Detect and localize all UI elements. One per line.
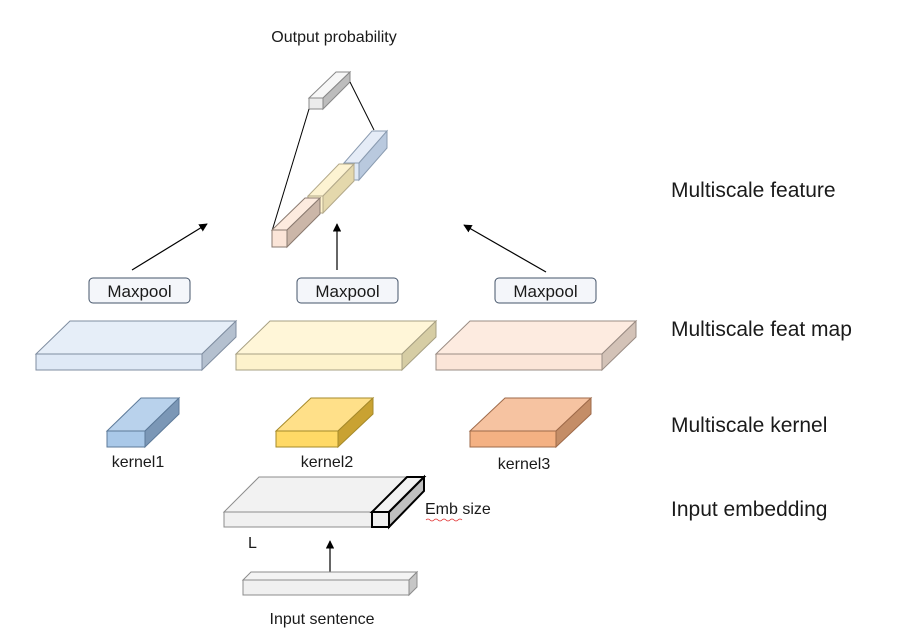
- arrow-maxpool3-to-feature: [463, 224, 547, 273]
- multiscale-feature-vector: [270, 129, 389, 249]
- kernel1-label: kernel1: [112, 454, 165, 471]
- output-probability-block: [307, 70, 352, 111]
- kernel3-label: kernel3: [498, 456, 551, 473]
- feat-map-1: [34, 319, 238, 372]
- arrow-maxpool1-to-feature: [131, 223, 208, 271]
- kernel-1: [105, 396, 181, 449]
- maxpool-label-3: Maxpool: [513, 282, 577, 301]
- multiscale-kernel-label: Multiscale kernel: [671, 414, 827, 437]
- multiscale-feat-map-label: Multiscale feat map: [671, 318, 852, 341]
- maxpool-box-1: Maxpool: [88, 277, 191, 304]
- output-connector-right: [349, 81, 375, 131]
- spellcheck-underline: [425, 518, 463, 522]
- feat-map-2: [234, 319, 438, 372]
- kernel-2: [274, 396, 375, 449]
- length-label: L: [248, 535, 257, 552]
- kernel-3: [468, 396, 593, 449]
- feat-map-3: [434, 319, 638, 372]
- maxpool-box-2: Maxpool: [296, 277, 399, 304]
- multiscale-feature-label: Multiscale feature: [671, 179, 836, 202]
- maxpool-label-2: Maxpool: [315, 282, 379, 301]
- emb-size-label: Emb size: [425, 501, 491, 518]
- input-sentence-block: [241, 570, 419, 597]
- maxpool-box-3: Maxpool: [494, 277, 597, 304]
- input-embedding-block: [222, 474, 427, 530]
- input-sentence-label: Input sentence: [270, 611, 375, 628]
- output-connector-left: [271, 108, 310, 232]
- kernel2-label: kernel2: [301, 454, 354, 471]
- input-embedding-label: Input embedding: [671, 498, 827, 521]
- output-probability-label: Output probability: [271, 29, 396, 46]
- maxpool-label-1: Maxpool: [107, 282, 171, 301]
